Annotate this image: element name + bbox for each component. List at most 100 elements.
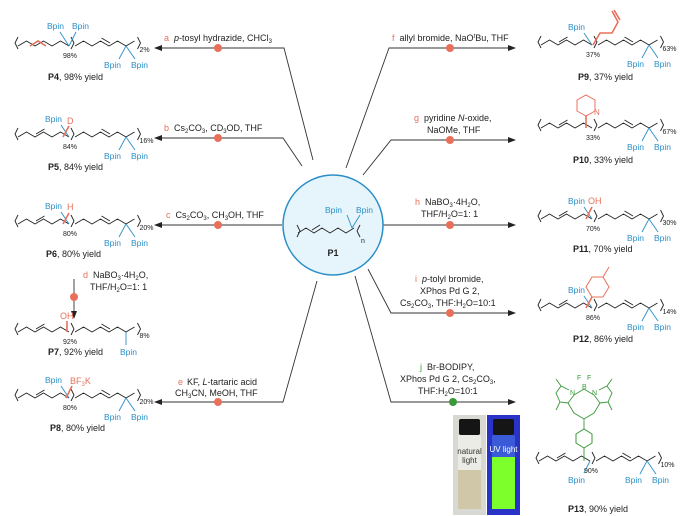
reaction-letter-c: c [166, 210, 171, 220]
arrow-i [367, 268, 516, 316]
bpin-label: Bpin [627, 142, 644, 152]
bpin-label: Bpin [568, 196, 585, 206]
dot-a [214, 44, 222, 52]
bpin-label: Bpin [654, 142, 671, 152]
pct-left-p8: 80% [63, 405, 77, 412]
svg-text:THF:H2O=10:1: THF:H2O=10:1 [418, 386, 478, 398]
label-p8: P8, 80% yield [50, 423, 105, 433]
vial-uv-light: UV light [487, 415, 520, 515]
vial-cap [459, 419, 480, 435]
bpin-label: Bpin [652, 475, 669, 485]
arrow-a [154, 45, 314, 161]
hub-p1: Bpin Bpin n P1 [282, 174, 384, 276]
svg-text:XPhos Pd G 2, Cs2CO3,: XPhos Pd G 2, Cs2CO3, [400, 374, 496, 386]
pct-left-p4: 98% [63, 53, 77, 60]
label-p9: P9, 37% yield [578, 72, 633, 82]
svg-text:XPhos Pd G 2,: XPhos Pd G 2, [420, 286, 480, 296]
hub-label: P1 [327, 248, 338, 258]
dot-g [446, 136, 454, 144]
p5-deuterium: D [67, 116, 74, 126]
p13-fluorine-2: F [587, 375, 591, 382]
p13-n-right: N [592, 390, 597, 397]
label-p6: P6, 80% yield [46, 249, 101, 259]
bpin-label: Bpin [131, 238, 148, 248]
hub-circle [282, 174, 384, 276]
bpin-label: Bpin [104, 60, 121, 70]
bpin-label: Bpin [568, 22, 585, 32]
p8-bf3k: BF3K [70, 376, 91, 388]
bpin-label: Bpin [104, 238, 121, 248]
label-p12: P12, 86% yield [573, 334, 633, 344]
bpin-label: Bpin [627, 59, 644, 69]
bpin-label: Bpin [120, 347, 137, 357]
bpin-label: Bpin [627, 322, 644, 332]
svg-text:jBr-BODIPY,: jBr-BODIPY, [419, 362, 474, 372]
reaction-letter-j: j [419, 362, 422, 372]
bpin-label: Bpin [627, 233, 644, 243]
pct-right-p5: 16% [140, 138, 154, 145]
svg-text:CH3CN, MeOH, THF: CH3CN, MeOH, THF [175, 388, 258, 400]
label-p10: P10, 33% yield [573, 155, 633, 165]
vial-uv-label: UV light [489, 445, 518, 454]
pct-right-p11: 30% [663, 220, 677, 227]
pct-left-p5: 84% [63, 144, 77, 151]
bpin-label: Bpin [45, 114, 62, 124]
hub-repeat-n: n [361, 238, 365, 245]
bpin-label: Bpin [654, 322, 671, 332]
bpin-label: Bpin [47, 21, 64, 31]
bpin-label: Bpin [131, 412, 148, 422]
dot-f [446, 44, 454, 52]
label-p7: P7, 92% yield [48, 347, 103, 357]
pct-right-p13: 10% [661, 462, 675, 469]
svg-text:ip-tolyl bromide,: ip-tolyl bromide, [415, 274, 484, 284]
p6-hydrogen: H [67, 202, 74, 212]
reaction-dots [70, 44, 457, 406]
label-p11: P11, 70% yield [573, 244, 633, 254]
pct-left-p11: 70% [586, 226, 600, 233]
p9-allyl [592, 10, 619, 46]
dot-b [214, 134, 222, 142]
bpin-label: Bpin [104, 412, 121, 422]
svg-text:THF/H2O=1: 1: THF/H2O=1: 1 [90, 282, 147, 294]
pct-right-p7: 8% [140, 333, 150, 340]
reaction-letter-f: f [392, 33, 395, 43]
pct-right-p8: 20% [140, 399, 154, 406]
bpin-label: Bpin [45, 201, 62, 211]
reaction-letter-i: i [415, 274, 417, 284]
pct-right-p4: 2% [140, 47, 150, 54]
bpin-label: Bpin [568, 285, 585, 295]
p12-tolyl [585, 266, 610, 309]
bpin-label: Bpin [104, 151, 121, 161]
pct-left-p9: 37% [586, 52, 600, 59]
pct-right-p9: 63% [663, 46, 677, 53]
p13-bodipy: N N B F F [555, 375, 613, 461]
reaction-letter-b: b [164, 123, 169, 133]
svg-text:NaOMe, THF: NaOMe, THF [427, 125, 481, 135]
p13-n-left: N [570, 390, 575, 397]
reaction-letter-e: e [178, 377, 183, 387]
bpin-label: Bpin [72, 21, 89, 31]
p13-fluorine-1: F [577, 375, 581, 382]
p4-hydrogenated-segment [29, 40, 47, 47]
reaction-letter-g: g [414, 113, 419, 123]
p10-pyridine: N [576, 94, 600, 128]
polymer-p7: 92%8%Bpin [14, 322, 150, 357]
svg-text:THF/H2O=1: 1: THF/H2O=1: 1 [421, 209, 478, 221]
svg-text:eKF, L-tartaric acid: eKF, L-tartaric acid [178, 377, 257, 387]
p10-ring-n: N [594, 108, 600, 117]
vial-cap [493, 419, 514, 435]
bpin-label: Bpin [625, 475, 642, 485]
arrow-g [362, 137, 516, 176]
